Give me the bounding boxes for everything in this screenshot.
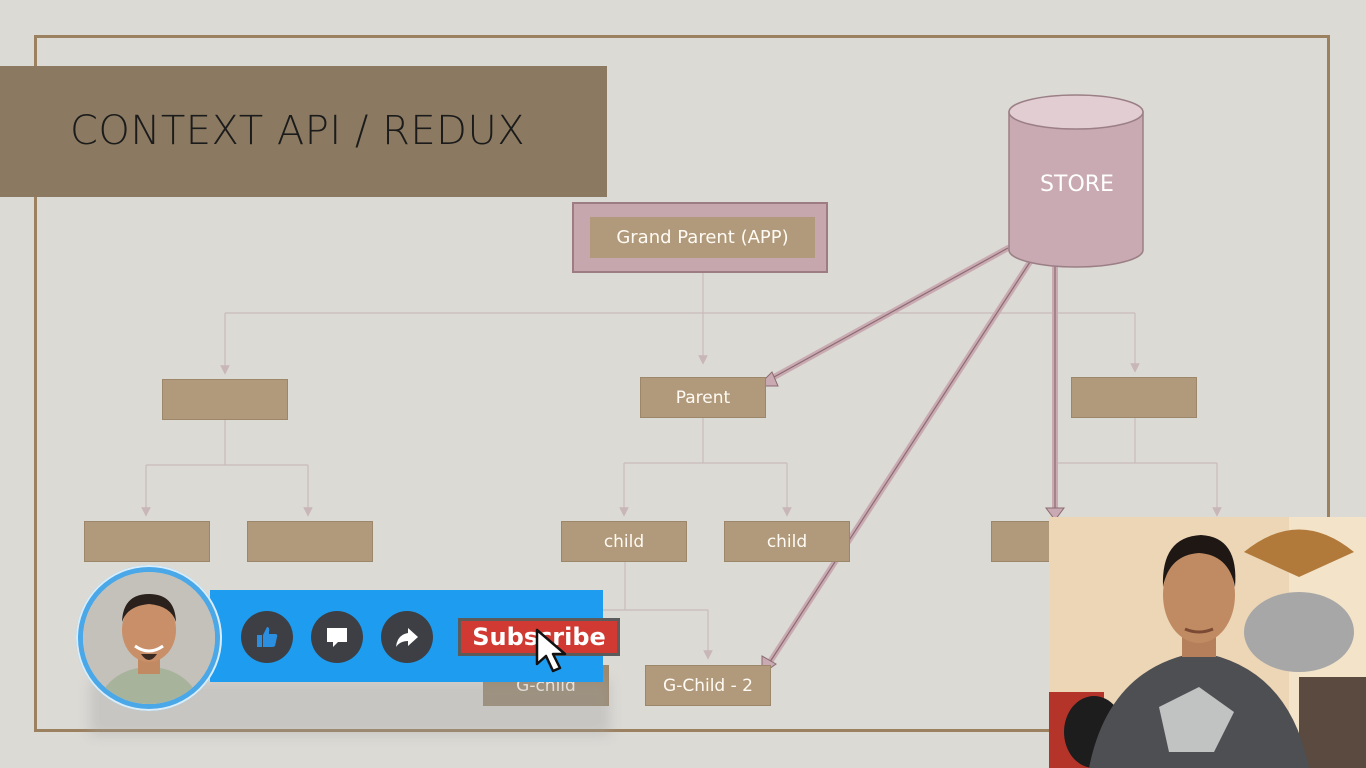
presenter-webcam — [1049, 517, 1366, 768]
comment-icon — [327, 628, 347, 647]
like-icon — [257, 627, 278, 647]
g-child-node-2: G-Child - 2 — [645, 665, 771, 706]
store-cylinder — [1008, 94, 1144, 268]
comment-button[interactable] — [311, 611, 363, 663]
grand-parent-node: Grand Parent (APP) — [590, 217, 815, 258]
share-button[interactable] — [381, 611, 433, 663]
child-node-2: child — [724, 521, 850, 562]
channel-avatar[interactable] — [83, 572, 215, 704]
left-child-node-1 — [84, 521, 210, 562]
title-band — [0, 66, 607, 197]
right-parent-node — [1071, 377, 1197, 418]
avatar-portrait — [83, 572, 215, 704]
slide-title: CONTEXT API / REDUX — [70, 108, 526, 154]
slide-frame — [34, 35, 1330, 732]
left-parent-node — [162, 379, 288, 420]
share-icon — [396, 628, 418, 647]
parent-node: Parent — [640, 377, 766, 418]
cursor-icon — [535, 628, 567, 673]
store-label: STORE — [1040, 172, 1114, 197]
like-button[interactable] — [241, 611, 293, 663]
child-node-1: child — [561, 521, 687, 562]
left-child-node-2 — [247, 521, 373, 562]
presenter-video — [1049, 517, 1366, 768]
